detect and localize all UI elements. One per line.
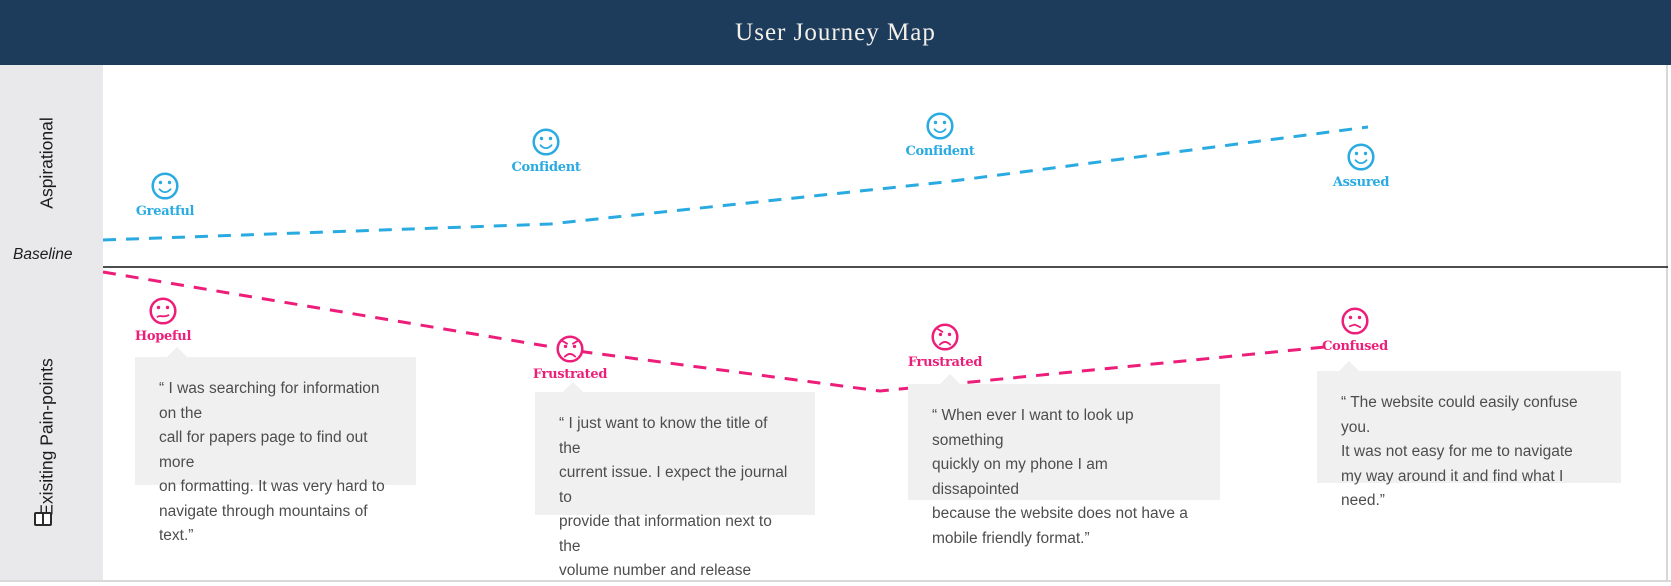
journey-point-confident-1: Confident [486,125,606,175]
sidebar [0,65,103,581]
happy-face-icon [926,112,954,140]
columns-icon [34,512,52,526]
quote-pointer [167,347,187,357]
quote-text: “ I was searching for information on the… [159,380,385,544]
wary-face-icon [149,297,177,325]
quote-pointer [940,374,960,384]
angry-face-icon [931,323,959,351]
journey-point-confused: Confused [1295,304,1415,354]
quote-pointer [563,382,583,392]
journey-point-assured: Assured [1301,140,1421,190]
angry-face-icon [556,335,584,363]
quote-text: “ I just want to know the title of the c… [559,415,788,579]
page-title: User Journey Map [735,18,936,46]
quote-pointer [1339,361,1359,371]
quote-box-2: “ I just want to know the title of the c… [535,382,815,579]
painpoints-axis-label: Exisiting Pain-points [36,358,57,516]
quote-box-4: “ The website could easily confuse you. … [1317,361,1621,509]
point-label: Assured [1332,175,1390,190]
point-label: Frustrated [907,355,983,370]
chart-right-border [1666,65,1668,581]
quote-box-1: “ I was searching for information on the… [135,347,416,544]
point-label: Confused [1322,339,1388,354]
journey-point-frustrated-2: Frustrated [885,320,1005,370]
aspirational-axis-label: Aspirational [36,117,57,209]
journey-point-frustrated-1: Frustrated [510,332,630,382]
happy-face-icon [532,128,560,156]
journey-point-confident-2: Confident [880,109,1000,159]
point-label: Hopeful [134,329,192,344]
point-label: Greatful [135,204,195,219]
happy-face-icon [151,172,179,200]
quote-text: “ The website could easily confuse you. … [1341,394,1578,509]
chart-bottom-border [0,580,1671,582]
point-label: Frustrated [532,367,608,382]
quote-box-3: “ When ever I want to look up something … [908,374,1220,547]
aspirational-line [102,125,1369,242]
baseline-label: Baseline [13,246,73,263]
happy-face-icon [1347,143,1375,171]
point-label: Confident [511,160,581,175]
quote-text: “ When ever I want to look up something … [932,407,1188,547]
journey-point-greatful: Greatful [105,169,225,219]
point-label: Confident [905,144,975,159]
journey-point-hopeful: Hopeful [103,294,223,344]
confused-face-icon [1341,307,1369,335]
header: User Journey Map [0,0,1671,65]
